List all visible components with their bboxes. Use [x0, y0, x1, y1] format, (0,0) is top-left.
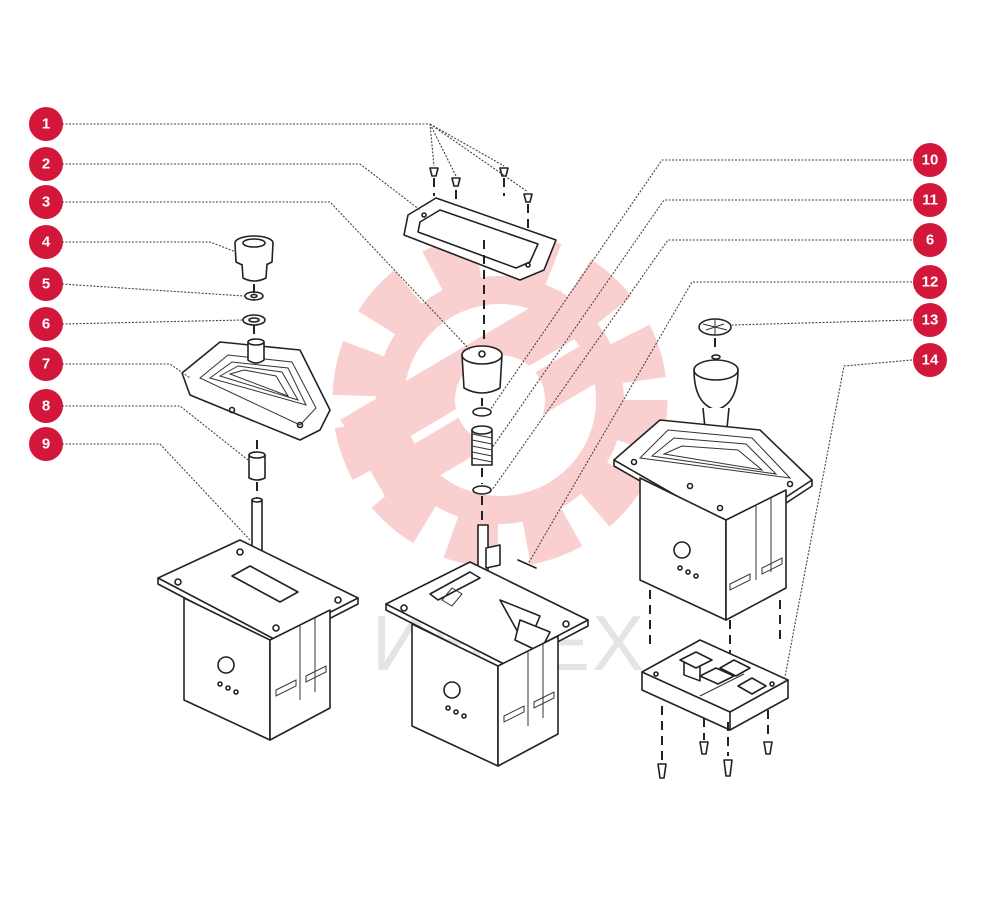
callout-badge: 13 [913, 303, 947, 337]
callout-badge: 5 [29, 267, 63, 301]
callout-badge: 14 [913, 343, 947, 377]
callout-label: 9 [42, 436, 50, 453]
callout-badge: 6 [913, 223, 947, 257]
pin [517, 559, 537, 569]
callouts-right: 10 11 6 12 13 14 [913, 143, 947, 377]
callout-badge: 4 [29, 225, 63, 259]
watermark-gear-icon [332, 232, 668, 568]
washer [472, 485, 492, 495]
callout-badge: 7 [29, 347, 63, 381]
callout-badge: 12 [913, 265, 947, 299]
knob-cap [234, 235, 274, 282]
screw [657, 741, 773, 779]
callout-badge: 9 [29, 427, 63, 461]
callout-label: 4 [42, 234, 51, 251]
callout-label: 2 [42, 156, 50, 173]
callout-badge: 11 [913, 183, 947, 217]
callout-label: 6 [42, 316, 50, 333]
joystick-knob [693, 359, 739, 432]
callout-label: 13 [922, 312, 939, 329]
rubber-boot [181, 338, 331, 441]
watermark-logo [332, 232, 668, 568]
callout-label: 10 [922, 152, 939, 169]
callout-badge: 8 [29, 389, 63, 423]
leader-lines [61, 123, 913, 683]
left-joystick-assembly [157, 235, 359, 741]
spring [471, 425, 493, 466]
callout-label: 11 [922, 192, 938, 209]
callout-label: 7 [42, 356, 50, 373]
callout-label: 1 [42, 116, 50, 133]
washer [242, 314, 266, 326]
washer [472, 407, 492, 417]
callouts-left: 1 2 3 4 5 6 7 8 9 [29, 107, 63, 461]
middle-joystick-assembly [385, 167, 589, 767]
callout-badge: 1 [29, 107, 63, 141]
callout-badge: 2 [29, 147, 63, 181]
hex-nut [244, 291, 264, 301]
callout-label: 3 [42, 194, 50, 211]
callout-badge: 10 [913, 143, 947, 177]
callout-label: 6 [926, 232, 934, 249]
callout-label: 8 [42, 398, 50, 415]
knob-cap [461, 345, 503, 394]
callout-label: 5 [42, 276, 50, 293]
callout-badge: 6 [29, 307, 63, 341]
circuit-board [641, 639, 789, 731]
sleeve [248, 451, 266, 481]
screw [429, 167, 533, 203]
callout-label: 14 [922, 352, 939, 369]
right-joystick-assembly [613, 318, 813, 779]
callout-label: 12 [922, 274, 939, 291]
knob-insert [698, 318, 732, 336]
bezel-frame [403, 197, 557, 281]
callout-badge: 3 [29, 185, 63, 219]
